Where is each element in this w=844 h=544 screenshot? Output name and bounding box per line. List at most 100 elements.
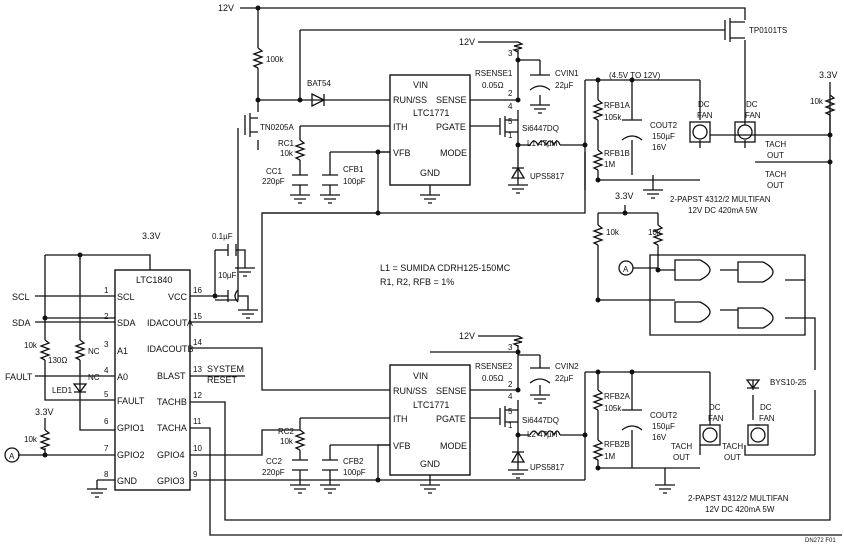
pin-num: 3 [104,340,109,349]
tach-out-label: OUT [767,151,784,160]
si6447dq-label: Si6447DQ [522,416,559,425]
note-inductor: L1 = SUMIDA CDRH125-150MC [380,263,511,273]
ltc1840-chip [114,269,191,491]
pin-label: SCL [117,292,135,302]
nc-label: NC [88,373,100,382]
pin-num: 4 [508,392,513,401]
ltc1771-pin-runss: RUN/SS [393,95,427,105]
si6447dq-label: Si6447DQ [522,124,559,133]
c10-label: 10µF [218,271,237,280]
tach-out-label: TACH [765,140,786,149]
rc2-label: RC2 [278,427,295,436]
rfb1b-label: RFB1B [604,149,630,158]
fan-description: 2-PAPST 4312/2 MULTIFAN [688,494,789,503]
cc2-label: CC2 [266,457,283,466]
ltc1771-pin-pgate: PGATE [436,122,466,132]
dc-fan-label: DC [760,403,772,412]
pin-num: 11 [193,417,202,426]
ltc1771-pin-vin: VIN [413,80,428,90]
system-reset-label: SYSTEM [207,364,244,374]
ltc1771-pin-vfb: VFB [393,148,411,158]
tach-out-label: TACH [671,442,692,451]
sda-signal: SDA [12,318,31,328]
ltc1771-pin-pgate: PGATE [436,414,466,424]
cvin1-label: CVIN1 [555,69,579,78]
rail-3v3-mid: 3.3V [615,191,634,201]
rail-12v-reg1: 12V [459,37,475,47]
cout2-label: COUT2 [650,411,678,420]
ltc1771-pin-mode: MODE [440,148,467,158]
r130-label: 130Ω [48,356,67,365]
pin-label: TACHA [157,423,187,433]
cc1-value: 220pF [262,177,285,186]
pin-num: 1 [508,421,513,430]
pin-label: GPIO2 [117,450,145,460]
rfb1b-value: 1M [604,160,615,169]
c01-label: 0.1µF [212,232,233,241]
pin-num: 5 [104,390,109,399]
r10k-label: 10k [24,341,38,350]
ltc1771-pin-sense: SENSE [436,95,467,105]
cvin2-value: 22µF [555,374,574,383]
ltc1840-left-pins: 1 SCL 2 SDA 3 A1 NC 4 A0 NC 5 FAULT 6 GP… [88,286,145,486]
wiring [18,7,842,536]
dc-fan-label: DC [709,403,721,412]
pin-num: 9 [193,470,198,479]
range-label: (4.5V TO 12V) [609,71,661,80]
pin-label: TACHB [157,397,187,407]
pin-num: 2 [508,89,513,98]
pin-label: A0 [117,372,128,382]
pin-num: 7 [104,444,109,453]
rsense2-value: 0.05Ω [482,374,504,383]
dc-fan-label: FAN [697,111,713,120]
pin-label: BLAST [157,371,186,381]
r10k-label: 10k [648,228,662,237]
pin-label: FAULT [117,396,145,406]
component-symbols [4,5,836,498]
tn0205a-label: TN0205A [260,123,294,132]
pin-num: 5 [508,407,513,416]
pin-num: 15 [193,312,202,321]
ups5817-label: UPS5817 [530,172,565,181]
pin-num: 8 [104,470,109,479]
pin-num: 1 [104,286,109,295]
system-reset-label: RESET [207,375,238,385]
l2-label: L2 47µH [527,430,558,439]
rfb1a-value: 105k [604,113,622,122]
pin-num: 13 [193,365,202,374]
tach-out-label: TACH [722,442,743,451]
rsense2-label: RSENSE2 [475,362,513,371]
pin-label: IDACOUTA [147,318,193,328]
pin-num: 4 [508,102,513,111]
tach-out-label: TACH [765,170,786,179]
pin-num: 10 [193,444,202,453]
cout2-value: 150µF [652,422,675,431]
pin-label: GPIO1 [117,423,145,433]
pin-num: 12 [193,391,202,400]
ltc1771-pin-gnd: GND [420,168,441,178]
cfb1-label: CFB1 [343,165,364,174]
ltc1771-pin-ith: ITH [393,414,408,424]
ltc1771-pin-ith: ITH [393,122,408,132]
fan-spec: 12V DC 420mA 5W [705,505,775,514]
rail-3v3-left: 3.3V [142,231,161,241]
cout2-voltage: 16V [652,143,667,152]
dc-fan-label: FAN [759,414,775,423]
rfb2a-value: 105k [604,404,622,413]
dc-fan-label: DC [746,100,758,109]
pin-label: GND [117,476,138,486]
tach-out-label: OUT [724,453,741,462]
pin-label: A1 [117,346,128,356]
pin-num: 5 [508,117,513,126]
dc-fan-label: FAN [745,111,761,120]
tach-out-label: OUT [767,181,784,190]
ltc1771-pin-runss: RUN/SS [393,386,427,396]
r100k-label: 100k [266,55,284,64]
fan-spec: 12V DC 420mA 5W [688,206,758,215]
ltc1771-pin-sense: SENSE [436,386,467,396]
pin-num: 4 [104,366,109,375]
rc1-label: RC1 [278,139,295,148]
rail-3v3-left-low: 3.3V [35,407,54,417]
rfb2a-label: RFB2A [604,392,630,401]
